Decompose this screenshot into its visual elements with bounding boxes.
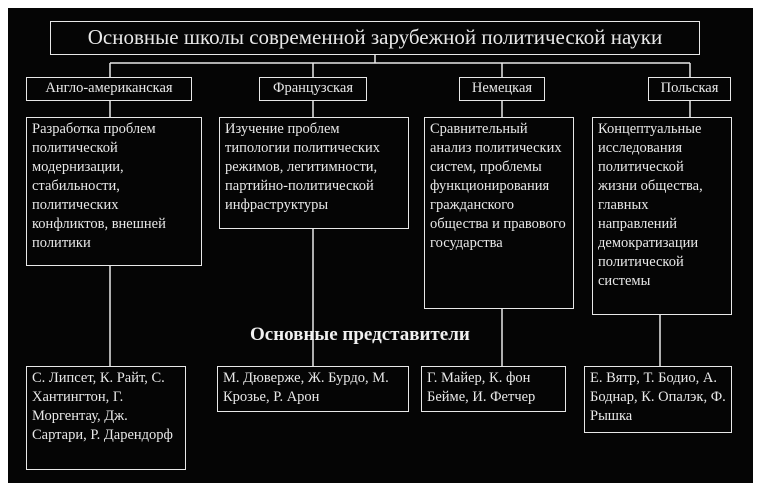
- school-french: Французская: [259, 77, 367, 101]
- reps-anglo-american: С. Липсет, К. Райт, С. Хантингтон, Г. Мо…: [26, 366, 186, 470]
- reps-french: М. Дюверже, Ж. Бурдо, М. Крозье, Р. Арон: [217, 366, 409, 412]
- desc-anglo-american: Разработка проблем политической модерниз…: [26, 117, 202, 266]
- school-anglo-american: Англо-американская: [26, 77, 192, 101]
- desc-polish: Концептуальные исследования политической…: [592, 117, 732, 315]
- school-german: Немецкая: [459, 77, 545, 101]
- diagram-title: Основные школы современной зарубежной по…: [50, 21, 700, 55]
- desc-german: Сравнительный анализ политических систем…: [424, 117, 574, 309]
- reps-german: Г. Майер, К. фон Бейме, И. Фетчер: [421, 366, 566, 412]
- desc-french: Изучение проблем типологии политических …: [219, 117, 409, 229]
- representatives-heading: Основные представители: [250, 324, 470, 345]
- school-polish: Польская: [648, 77, 731, 101]
- reps-polish: Е. Вятр, Т. Бодио, А. Боднар, К. Опалэк,…: [584, 366, 732, 433]
